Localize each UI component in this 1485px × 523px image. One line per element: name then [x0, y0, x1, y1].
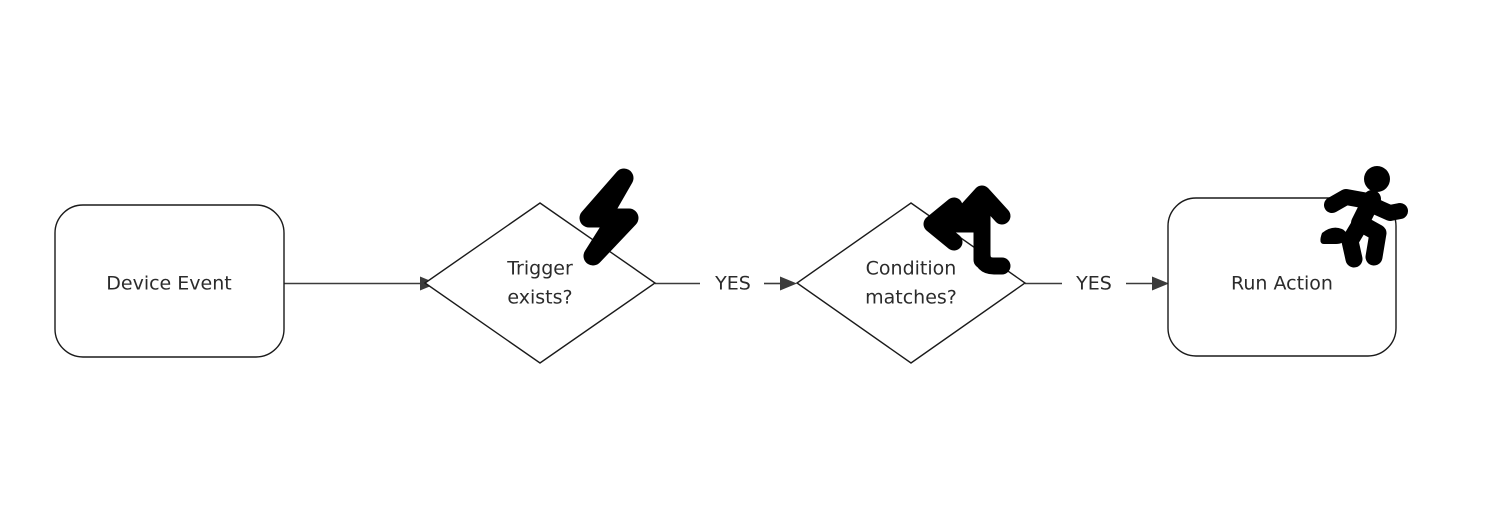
lightning-bolt-icon — [579, 168, 639, 266]
node-condition-matches[interactable]: Condition matches? — [795, 185, 1027, 364]
branch-arrows-icon — [923, 185, 1011, 275]
node-device-event-shape[interactable] — [54, 204, 285, 358]
edge-trigger-to-condition: YES — [655, 273, 797, 295]
running-person-icon — [1320, 166, 1408, 268]
node-trigger-exists[interactable]: Trigger exists? — [423, 168, 657, 364]
node-trigger-exists-label-line2: exists? — [507, 287, 572, 309]
node-trigger-exists-label-line1: Trigger — [506, 258, 573, 280]
edge-label-yes-1: YES — [714, 273, 751, 295]
node-condition-matches-label-line1: Condition — [866, 258, 957, 280]
node-condition-matches-shape[interactable] — [795, 202, 1027, 364]
edge-condition-to-action-arrowhead — [1152, 276, 1169, 291]
node-condition-matches-label-line2: matches? — [865, 287, 957, 309]
node-device-event[interactable]: Device Event — [54, 204, 285, 358]
node-run-action[interactable]: Run Action — [1167, 166, 1408, 357]
node-run-action-label: Run Action — [1231, 273, 1333, 295]
edge-condition-to-action: YES — [1025, 273, 1169, 295]
edge-trigger-to-condition-arrowhead — [780, 276, 797, 291]
edge-label-yes-2: YES — [1075, 273, 1112, 295]
edge-device-to-trigger — [284, 276, 437, 291]
node-device-event-label: Device Event — [106, 273, 231, 295]
